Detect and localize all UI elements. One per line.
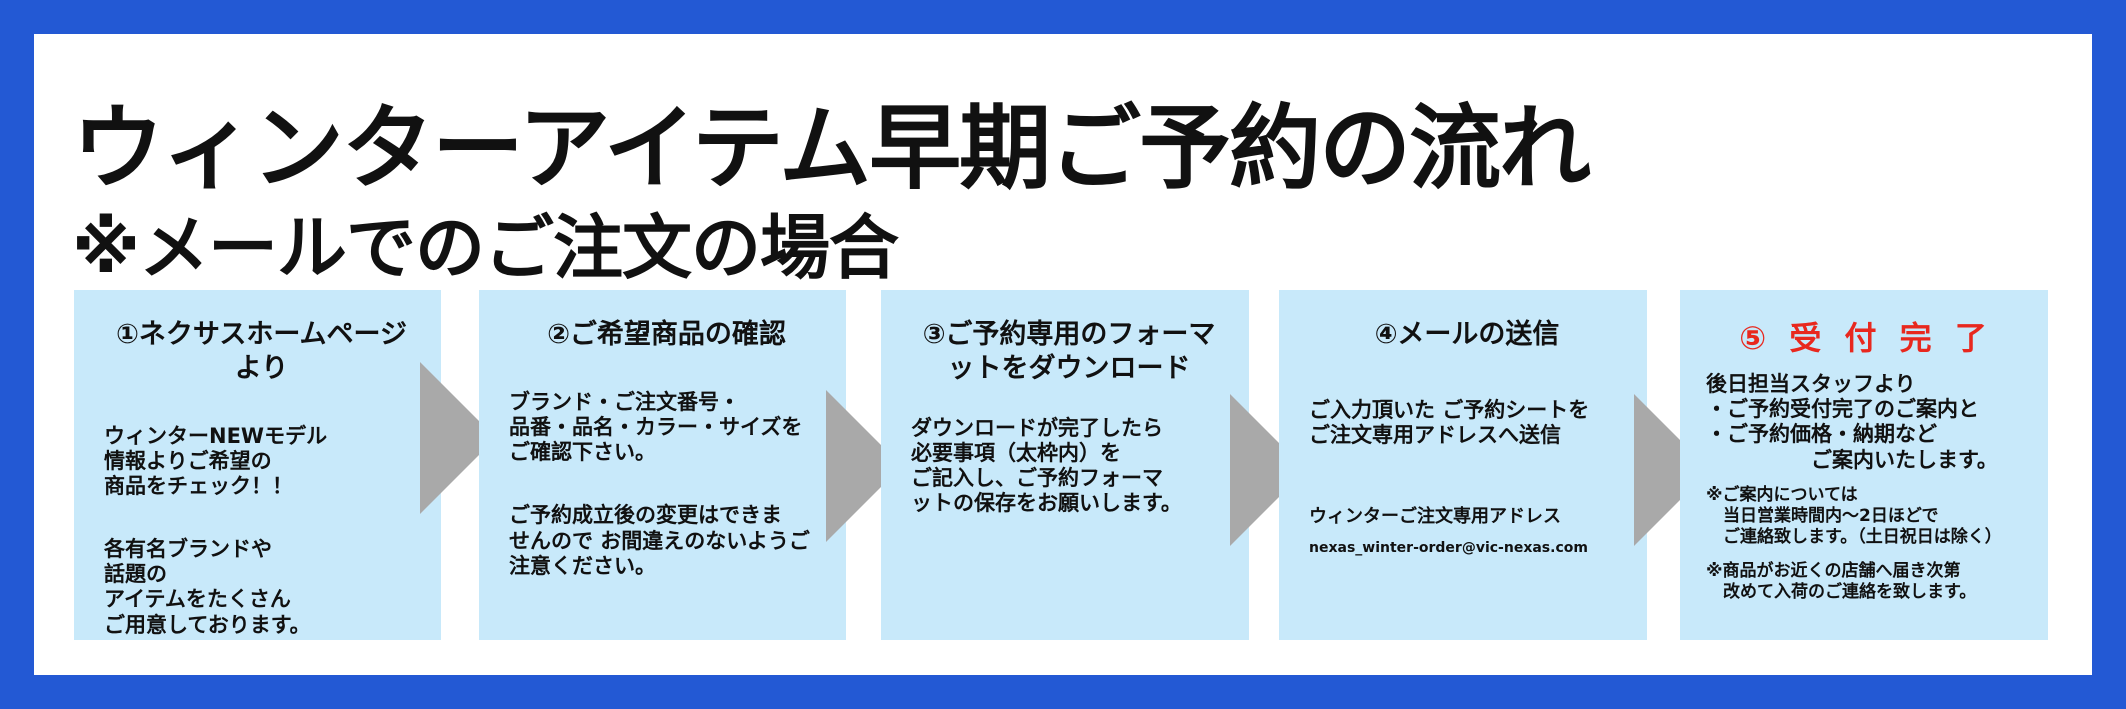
step-5-title: ⑤ 受 付 完 了 [1739,319,1993,357]
step-2-text-2: ご予約成立後の変更はできま せんので お間違えのないようご 注意ください。 [509,503,810,578]
step-1-box: ①ネクサスホームページより ウィンターNEWモデル 情報よりご希望の 商品をチェ… [74,290,441,640]
step-5-text-1: 後日担当スタッフより ・ご予約受付完了のご案内と ・ご予約価格・納期など ご案内… [1706,372,1998,472]
step-2-box: ②ご希望商品の確認 ブランド・ご注文番号・ 品番・品名・カラー・サイズを ご確認… [479,290,846,640]
step-4-text-1: ご入力頂いた ご予約シートを ご注文専用アドレスへ送信 [1309,397,1590,447]
email-address: nexas_winter-order@vic-nexas.com [1309,539,1588,556]
step-3-box: ③ご予約専用のフォーマ ットをダウンロード ダウンロードが完了したら 必要事項（… [881,290,1249,640]
step-5-note-1: ※ご案内については 当日営業時間内〜2日ほどで ご連絡致します。（土日祝日は除く… [1706,484,2002,548]
step-3-text-1: ダウンロードが完了したら 必要事項（太枠内）を ご記入し、ご予約フォーマ ットの… [911,415,1182,516]
page-subtitle: ※メールでのご注文の場合 [72,207,899,289]
main-panel: ウィンターアイテム早期ご予約の流れ ※メールでのご注文の場合 ①ネクサスホームペ… [34,34,2092,675]
step-3-title: ③ご予約専用のフォーマ ットをダウンロード [922,319,1216,384]
step-5-box: ⑤ 受 付 完 了 後日担当スタッフより ・ご予約受付完了のご案内と ・ご予約価… [1680,290,2048,640]
step-4-title: ④メールの送信 [1374,319,1560,350]
page-title: ウィンターアイテム早期ご予約の流れ [72,95,1591,202]
step-5-note-2: ※商品がお近くの店舗へ届き次第 改めて入荷のご連絡を致します。 [1706,560,1977,602]
step-4-box: ④メールの送信 ご入力頂いた ご予約シートを ご注文専用アドレスへ送信 ウィンタ… [1279,290,1647,640]
step-1-text-2: 各有名ブランドや 話題の アイテムをたくさん ご用意しております。 [104,537,311,637]
step-1-title: ①ネクサスホームページより [116,319,407,384]
address-label: ウィンターご注文専用アドレス [1309,506,1561,528]
step-1-text-1: ウィンターNEWモデル 情報よりご希望の 商品をチェック！！ [104,423,328,498]
step-2-text-1: ブランド・ご注文番号・ 品番・品名・カラー・サイズを ご確認下さい。 [509,389,803,465]
step-2-title: ②ご希望商品の確認 [547,319,786,350]
